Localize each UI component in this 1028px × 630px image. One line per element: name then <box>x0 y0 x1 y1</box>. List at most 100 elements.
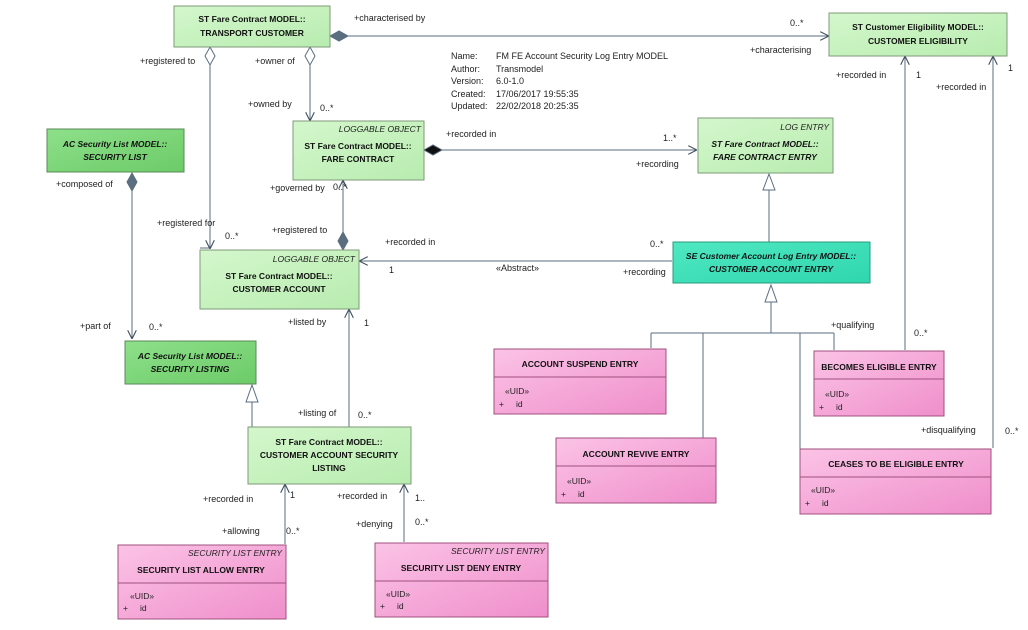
sl-line1: AC Security List MODEL:: <box>62 139 168 149</box>
diagram-metadata: Name: FM FE Account Security Log Entry MO… <box>451 50 668 113</box>
label-listing-of: +listing of <box>298 408 337 418</box>
box-customer-account-entry[interactable]: SE Customer Account Log Entry MODEL:: CU… <box>672 241 871 284</box>
box-security-list-deny-entry[interactable]: SECURITY LIST ENTRY SECURITY LIST DENY E… <box>374 542 549 618</box>
connectors <box>126 30 993 544</box>
label-composed-of: +composed of <box>56 179 113 189</box>
label-recorded-in-allow: +recorded in <box>203 494 253 504</box>
label-disqualifying: +disqualifying <box>921 425 976 435</box>
diamond-registered <box>204 45 216 67</box>
ase-title: ACCOUNT SUSPEND ENTRY <box>522 359 639 369</box>
label-qualifying: +qualifying <box>831 320 874 330</box>
diamond-composed <box>126 171 138 193</box>
label-allow-parent-mult: 1 <box>290 490 295 500</box>
slde-stereotype: SECURITY LIST ENTRY <box>451 546 546 556</box>
ase-attr: id <box>516 399 523 409</box>
casl-line2: CUSTOMER ACCOUNT SECURITY <box>260 450 399 460</box>
are-title: ACCOUNT REVIVE ENTRY <box>583 449 690 459</box>
label-disq-mult: 0..* <box>1005 426 1019 436</box>
are-uid: «UID» <box>567 476 591 486</box>
label-deny-parent-mult: 1.. <box>415 493 425 503</box>
box-customer-account[interactable]: LOGGABLE OBJECT ST Fare Contract MODEL::… <box>199 249 360 310</box>
label-listed-by: +listed by <box>288 317 327 327</box>
slae-title: SECURITY LIST ALLOW ENTRY <box>137 565 265 575</box>
label-listing-mult: 0..* <box>358 410 372 420</box>
ce-line2: CUSTOMER ELIGIBILITY <box>868 36 968 46</box>
box-customer-eligibility[interactable]: ST Customer Eligibility MODEL:: CUSTOMER… <box>828 12 1008 57</box>
box-account-suspend-entry[interactable]: ACCOUNT SUSPEND ENTRY «UID» + id <box>493 348 667 415</box>
diamond-owner <box>304 45 316 67</box>
meta-name: FM FE Account Security Log Entry MODEL <box>496 51 669 61</box>
box-account-revive-entry[interactable]: ACCOUNT REVIVE ENTRY «UID» + id <box>555 437 717 504</box>
label-denying: +denying <box>356 519 393 529</box>
label-registered-for: +registered for <box>157 218 215 228</box>
label-owner-of: +owner of <box>255 56 295 66</box>
label-recorded-in-fc: +recorded in <box>446 129 496 139</box>
label-fc-mult: 1..* <box>663 133 677 143</box>
label-characterising: +characterising <box>750 45 811 55</box>
label-recorded-in-deny: +recorded in <box>337 491 387 501</box>
tc-line1: ST Fare Contract MODEL:: <box>198 14 305 24</box>
box-transport-customer[interactable]: ST Fare Contract MODEL:: TRANSPORT CUSTO… <box>173 5 331 48</box>
label-char-mult: 0..* <box>790 18 804 28</box>
label-part-of: +part of <box>80 321 111 331</box>
label-recording-ca: +recording <box>623 267 666 277</box>
meta-version: 6.0-1.0 <box>496 76 525 86</box>
label-owned-by: +owned by <box>248 99 292 109</box>
fc-line1: ST Fare Contract MODEL:: <box>304 141 411 151</box>
label-recorded-in-elig-right: +recorded in <box>936 82 986 92</box>
slde-title: SECURITY LIST DENY ENTRY <box>401 563 522 573</box>
meta-name-label: Name: <box>451 51 478 61</box>
slst-line2: SECURITY LISTING <box>151 364 230 374</box>
ase-attr-mark: + <box>499 399 504 409</box>
ca-line2: CUSTOMER ACCOUNT <box>232 284 326 294</box>
slae-uid: «UID» <box>130 591 154 601</box>
label-allowing: +allowing <box>222 526 260 536</box>
cee-attr: id <box>822 498 829 508</box>
meta-updated-label: Updated: <box>451 101 488 111</box>
label-recorded-in-elig-left: +recorded in <box>836 70 886 80</box>
meta-version-label: Version: <box>451 76 484 86</box>
diamond-characterised <box>328 30 350 42</box>
cee-uid: «UID» <box>811 485 835 495</box>
tc-line2: TRANSPORT CUSTOMER <box>200 28 304 38</box>
casl-line1: ST Fare Contract MODEL:: <box>275 437 382 447</box>
label-characterised-by: +characterised by <box>354 13 426 23</box>
cee-title: CEASES TO BE ELIGIBLE ENTRY <box>828 459 964 469</box>
bee-attr-mark: + <box>819 402 824 412</box>
label-abstract: «Abstract» <box>496 263 539 273</box>
meta-author-label: Author: <box>451 63 481 74</box>
label-owned-mult: 0..* <box>320 103 334 113</box>
bee-title: BECOMES ELIGIBLE ENTRY <box>821 362 937 372</box>
box-fare-contract[interactable]: LOGGABLE OBJECT ST Fare Contract MODEL::… <box>292 120 425 181</box>
bee-attr: id <box>836 402 843 412</box>
diamond-fc <box>422 144 444 156</box>
label-allowing-mult: 0..* <box>286 526 300 536</box>
slde-attr-mark: + <box>380 601 385 611</box>
ase-uid: «UID» <box>505 386 529 396</box>
label-ca-mult: 1 <box>389 265 394 275</box>
label-denying-mult: 0..* <box>415 517 429 527</box>
fce-line2: FARE CONTRACT ENTRY <box>713 152 818 162</box>
slae-stereotype: SECURITY LIST ENTRY <box>188 548 283 558</box>
label-listed-mult: 1 <box>364 318 369 328</box>
label-governed-by: +governed by <box>270 183 325 193</box>
box-security-list[interactable]: AC Security List MODEL:: SECURITY LIST <box>46 128 185 173</box>
fce-stereotype: LOG ENTRY <box>780 122 830 132</box>
box-ceases-eligible-entry[interactable]: CEASES TO BE ELIGIBLE ENTRY «UID» + id <box>799 448 992 515</box>
meta-author: Transmodel <box>496 63 544 74</box>
label-recording-fc: +recording <box>636 159 679 169</box>
fce-line1: ST Fare Contract MODEL:: <box>711 139 818 149</box>
label-registered-to: +registered to <box>272 225 327 235</box>
box-fare-contract-entry[interactable]: LOG ENTRY ST Fare Contract MODEL:: FARE … <box>697 117 834 174</box>
box-customer-account-security-listing[interactable]: ST Fare Contract MODEL:: CUSTOMER ACCOUN… <box>247 426 412 485</box>
meta-created: 17/06/2017 19:55:35 <box>496 88 579 99</box>
box-security-listing[interactable]: AC Security List MODEL:: SECURITY LISTIN… <box>124 340 257 385</box>
ca-stereotype: LOGGABLE OBJECT <box>273 254 356 264</box>
box-becomes-eligible-entry[interactable]: BECOMES ELIGIBLE ENTRY «UID» + id <box>813 350 945 417</box>
casl-line3: LISTING <box>312 463 346 473</box>
label-elig-left-mult: 1 <box>916 70 921 80</box>
box-security-list-allow-entry[interactable]: SECURITY LIST ENTRY SECURITY LIST ALLOW … <box>117 544 287 620</box>
label-registered-to-top: +registered to <box>140 56 195 66</box>
label-gov-mult: 0..* <box>333 182 347 192</box>
